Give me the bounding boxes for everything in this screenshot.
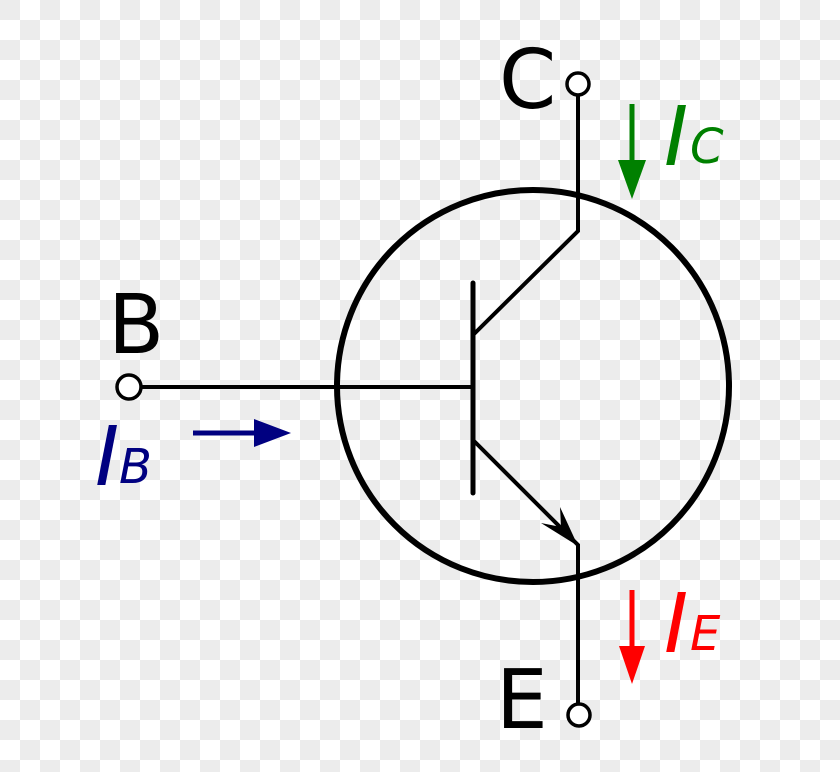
collector-terminal[interactable] [565,71,591,97]
collector-lead [471,95,580,337]
emitter-current-label: I E [664,577,721,672]
base-terminal[interactable] [115,373,143,401]
emitter-arrowhead-icon [541,507,578,546]
emitter-terminal[interactable] [566,702,592,728]
base-current-arrow-icon [193,419,291,447]
emitter-lead [471,438,580,703]
emitter-label: E [496,653,548,748]
collector-current-label: I C [664,90,724,185]
emitter-current-arrow-icon [619,590,645,684]
base-label: B [108,278,164,373]
base-current-label: I B [95,410,152,505]
collector-current-arrow-icon [618,104,646,199]
collector-label: C [499,33,556,128]
